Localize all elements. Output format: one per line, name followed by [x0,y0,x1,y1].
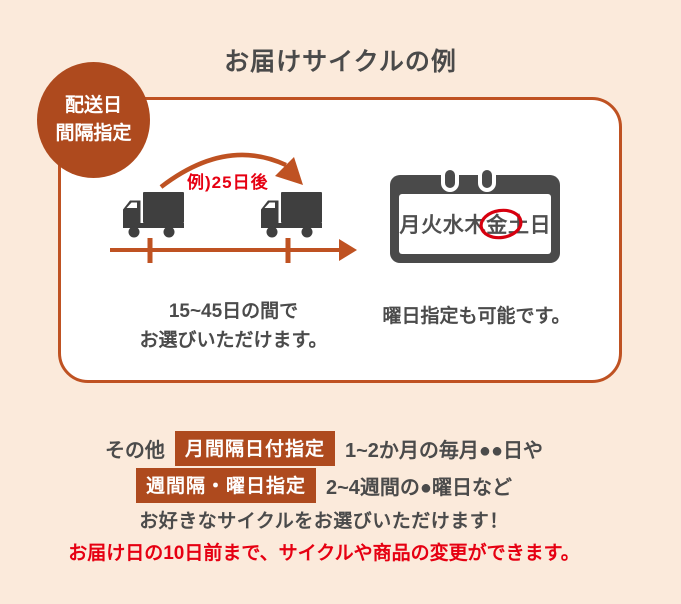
interval-caption-line2: お選びいただけます。 [139,329,328,351]
weekday-caption: 曜日指定も可能です。 [382,306,571,327]
monthly-interval-tag: 月間隔日付指定 [174,431,335,466]
interval-caption-line1: 15~45日の間で [168,301,299,322]
calendar-day: 火 [421,214,443,237]
cycle-summary-text: お好きなサイクルをお選びいただけます！ [139,511,509,532]
calendar-day: 土 [507,214,529,237]
delivery-interval-badge-line2: 間隔指定 [55,123,132,144]
weekly-interval-tag: 週間隔・曜日指定 [135,468,316,503]
option-row-weekly: 週間隔・曜日指定 2~4週間の●曜日など [0,468,648,503]
delivery-cycle-panel: 例)25日後 15~45日の間で お選びいただけます。 月 火 水 木 金 土 … [58,97,622,383]
timeline-arrow-icon [110,238,357,263]
calendar-icon: 月 火 水 木 金 土 日 [390,166,560,263]
interval-example-label: 例)25日後 [187,173,269,192]
interval-diagram [110,152,357,263]
calendar-day-circled: 金 [486,214,508,237]
delivery-interval-badge-line1: 配送日 [64,94,122,116]
other-options-prefix: その他 [104,440,165,462]
calendar-days-row: 月 火 水 木 金 土 日 [399,194,551,254]
calendar-day: 月 [399,214,421,237]
calendar-day: 水 [442,214,464,237]
other-options-section: その他 月間隔日付指定 1~2か月の毎月●●日や 週間隔・曜日指定 2~4週間の… [0,431,648,564]
circled-day-annotation [479,208,523,240]
interval-caption: 15~45日の間で お選びいただけます。 [111,298,356,355]
calendar-page [399,194,551,254]
weekly-interval-description: 2~4週間の●曜日など [326,477,513,499]
change-deadline-note: お届け日の10日前まで、サイクルや商品の変更ができます。 [68,543,580,564]
delivery-interval-badge: 配送日 間隔指定 [37,62,150,178]
page-title: お届けサイクルの例 [224,48,457,76]
calendar-day: 日 [529,214,551,237]
binder-ring-icon [441,166,459,192]
cycle-arrow-icon [159,152,303,189]
option-row-monthly: その他 月間隔日付指定 1~2か月の毎月●●日や [0,431,648,466]
calendar-day: 木 [464,214,486,237]
binder-ring-icon [478,166,496,192]
monthly-interval-description: 1~2か月の毎月●●日や [344,440,544,462]
